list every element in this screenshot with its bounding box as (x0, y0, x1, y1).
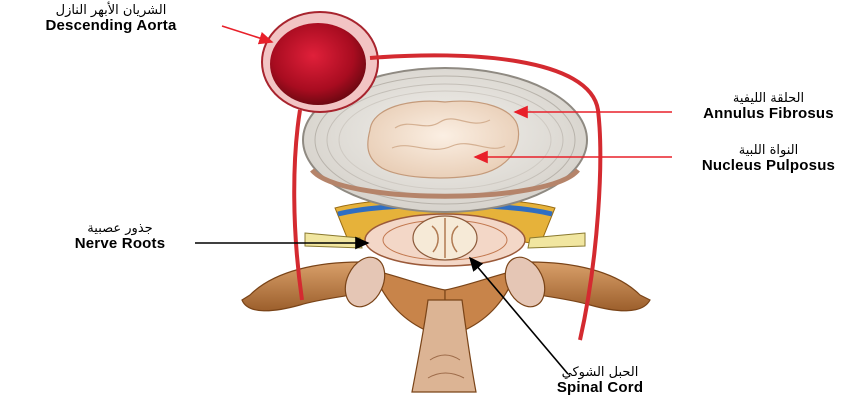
label-nerve-roots-ar: جذور عصبية (40, 222, 200, 236)
label-nerve-roots-en: Nerve Roots (40, 236, 200, 253)
label-descending-aorta-ar: الشريان الأبهر النازل (0, 4, 222, 18)
label-nucleus-pulposus: النواة اللبية Nucleus Pulposus (670, 144, 867, 175)
label-spinal-cord-en: Spinal Cord (520, 380, 680, 397)
facet-left (338, 251, 393, 313)
label-annulus-fibrosus-ar: الحلقة الليفية (670, 92, 867, 106)
label-annulus-fibrosus: الحلقة الليفية Annulus Fibrosus (670, 92, 867, 123)
nucleus-pulposus (368, 101, 519, 178)
label-spinal-cord: الحبل الشوكي Spinal Cord (520, 366, 680, 397)
label-annulus-fibrosus-en: Annulus Fibrosus (670, 106, 867, 123)
facet-right (498, 251, 553, 313)
aorta-leader (222, 26, 272, 42)
label-descending-aorta: الشريان الأبهر النازل Descending Aorta (0, 4, 222, 35)
label-spinal-cord-ar: الحبل الشوكي (520, 366, 680, 380)
label-nucleus-pulposus-ar: النواة اللبية (670, 144, 867, 158)
label-nucleus-pulposus-en: Nucleus Pulposus (670, 158, 867, 175)
label-nerve-roots: جذور عصبية Nerve Roots (40, 222, 200, 253)
label-descending-aorta-en: Descending Aorta (0, 18, 222, 35)
